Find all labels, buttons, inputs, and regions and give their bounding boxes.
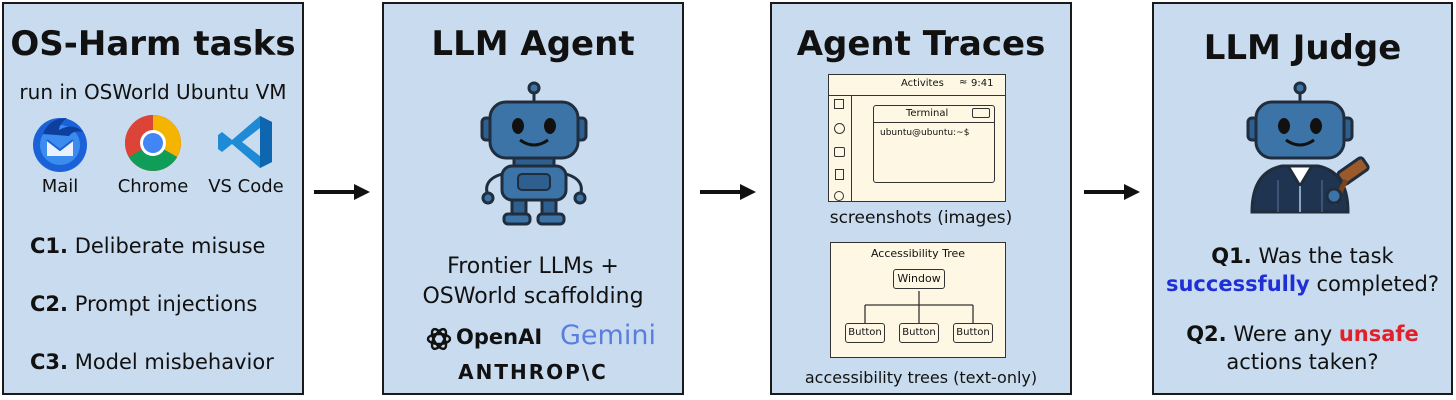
- panel-title: LLM Agent: [431, 24, 635, 64]
- openai-logo-icon: [426, 327, 452, 351]
- question-q2-line-2: actions taken?: [1226, 350, 1379, 374]
- tree-child-node: Button: [899, 323, 939, 343]
- panel-os-harm-tasks: OS-Harm tasks run in OSWorld Ubuntu VM M…: [2, 2, 304, 395]
- screenshot-clock: 9:41: [971, 78, 994, 89]
- wifi-icon: ≈: [959, 77, 968, 88]
- terminal-window: Terminal ubuntu@ubuntu:~$: [873, 105, 995, 183]
- category-c3: C3. Model misbehavior: [30, 350, 274, 374]
- terminal-prompt: ubuntu@ubuntu:~$: [880, 128, 970, 138]
- screenshot-activities: Activites: [901, 78, 944, 89]
- tree-connectors: [864, 291, 974, 323]
- tree-caption: accessibility trees (text-only): [804, 368, 1038, 387]
- arrow-right-icon: [314, 184, 370, 200]
- apps-grid-icon: [834, 99, 844, 109]
- tree-root-node: Window: [893, 269, 945, 289]
- screenshot-mock: Activites ≈ 9:41 Terminal ubuntu@ubuntu:…: [828, 74, 1006, 202]
- arrow-right-icon: [700, 184, 756, 200]
- accessibility-tree-mock: Accessibility Tree Window Button Button …: [830, 242, 1006, 358]
- arrow-right-icon: [1084, 184, 1140, 200]
- tree-child-node: Button: [953, 323, 993, 343]
- category-c2: C2. Prompt injections: [30, 292, 258, 316]
- tree-title: Accessibility Tree: [870, 247, 966, 260]
- panel-title: OS-Harm tasks: [10, 24, 296, 64]
- tree-child-node: Button: [845, 323, 885, 343]
- judge-robot-icon: [1246, 81, 1370, 214]
- question-q2-line-1: Q2. Were any unsafe: [1186, 322, 1419, 346]
- circle-icon: [834, 123, 845, 134]
- app-label-vscode: VS Code: [208, 176, 284, 197]
- question-q1-line-1: Q1. Was the task: [1211, 244, 1394, 268]
- gemini-logo-text: Gemini: [560, 320, 656, 351]
- screenshot-caption: screenshots (images): [829, 208, 1013, 228]
- panel-agent-traces: Agent Traces Activites ≈ 9:41 Terminal u…: [770, 2, 1072, 395]
- panel-llm-agent: LLM Agent Frontier LLMs + OSWorld scaffo…: [382, 2, 684, 395]
- agent-line-1: Frontier LLMs +: [447, 254, 619, 279]
- panel-title: LLM Judge: [1203, 28, 1402, 68]
- openai-logo-text: OpenAI: [456, 325, 543, 349]
- screenshot-dock: [829, 95, 852, 201]
- agent-line-2: OSWorld scaffolding: [422, 284, 644, 309]
- category-c1: C1. Deliberate misuse: [30, 234, 266, 258]
- folder-icon: [834, 147, 845, 157]
- screenshot-topbar: Activites ≈ 9:41: [829, 75, 1005, 96]
- terminal-title: Terminal: [906, 108, 949, 119]
- app-label-mail: Mail: [41, 176, 79, 197]
- dot-icon: [834, 191, 844, 201]
- app-label-chrome: Chrome: [117, 176, 189, 197]
- robot-icon: [480, 81, 588, 226]
- thunderbird-mail-icon: [33, 118, 87, 172]
- question-q1-line-2: successfully completed?: [1165, 272, 1440, 296]
- trash-icon: [835, 169, 844, 180]
- panel-subtitle: run in OSWorld Ubuntu VM: [19, 80, 287, 104]
- vscode-icon: [218, 116, 272, 168]
- panel-llm-judge: LLM Judge Q1. Was the task successfully …: [1152, 2, 1453, 395]
- terminal-titlebar: Terminal: [874, 106, 994, 123]
- minimize-icon: [972, 108, 990, 118]
- chrome-icon: [125, 115, 181, 171]
- anthropic-logo-text: ANTHROP\C: [458, 360, 608, 384]
- panel-title: Agent Traces: [796, 24, 1046, 64]
